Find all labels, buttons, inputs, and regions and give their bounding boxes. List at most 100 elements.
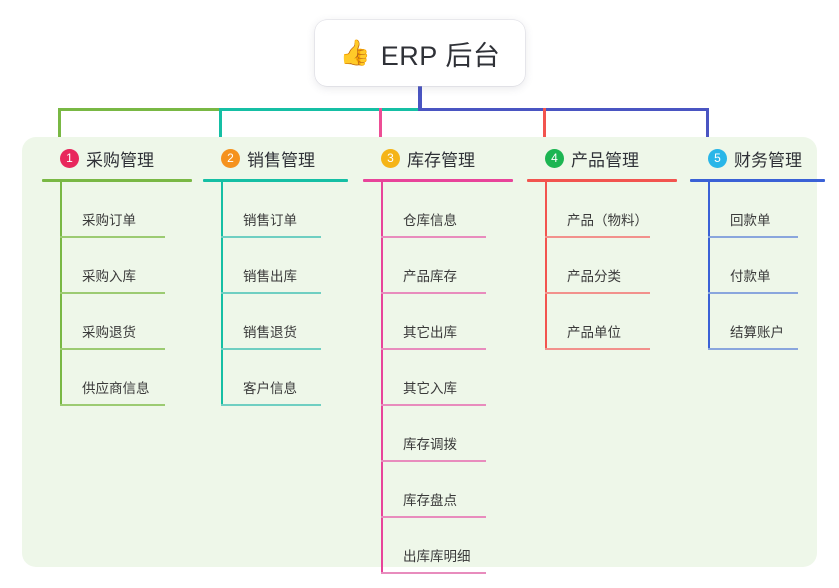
leaf-rule — [381, 236, 486, 238]
branch-drop-purchase — [58, 108, 61, 143]
branch-spine — [221, 182, 223, 406]
leaf-label: 采购入库 — [82, 269, 136, 284]
leaf-label: 仓库信息 — [403, 213, 457, 228]
leaf-item[interactable]: 付款单 — [708, 238, 825, 294]
leaf-item[interactable]: 库存盘点 — [381, 462, 513, 518]
leaf-rule — [708, 236, 798, 238]
leaf-rule — [708, 348, 798, 350]
leaf-item[interactable]: 结算账户 — [708, 294, 825, 350]
branch-drop-inventory — [379, 108, 382, 143]
leaf-item[interactable]: 产品分类 — [545, 238, 677, 294]
leaf-rule — [708, 292, 798, 294]
leaf-rule — [60, 292, 165, 294]
branch-column-purchase: 1 采购管理采购订单采购入库采购退货供应商信息 — [42, 146, 192, 406]
leaf-item[interactable]: 其它出库 — [381, 294, 513, 350]
leaf-rule — [60, 236, 165, 238]
leaf-label: 产品库存 — [403, 269, 457, 284]
leaf-rule — [221, 236, 321, 238]
leaf-label: 产品单位 — [567, 325, 621, 340]
leaf-rule — [60, 404, 165, 406]
leaf-rule — [381, 516, 486, 518]
branch-items-product: 产品（物料） 产品分类产品单位 — [545, 182, 677, 350]
branch-title: 产品管理 — [571, 150, 639, 170]
branch-spine — [545, 182, 547, 350]
branch-title: 采购管理 — [86, 150, 154, 170]
leaf-item[interactable]: 其它入库 — [381, 350, 513, 406]
branch-drop-sales — [219, 108, 222, 143]
leaf-label: 客户信息 — [243, 381, 297, 396]
leaf-item[interactable]: 销售出库 — [221, 238, 348, 294]
leaf-item[interactable]: 产品（物料） — [545, 182, 677, 238]
leaf-rule — [545, 292, 650, 294]
leaf-label: 采购退货 — [82, 325, 136, 340]
leaf-item[interactable]: 销售订单 — [221, 182, 348, 238]
branch-spine — [60, 182, 62, 406]
branch-title: 库存管理 — [407, 150, 475, 170]
leaf-item[interactable]: 采购退货 — [60, 294, 192, 350]
leaf-label: 出库库明细 — [403, 549, 471, 564]
branch-items-purchase: 采购订单采购入库采购退货供应商信息 — [60, 182, 192, 406]
thumbs-up-icon: 👍 — [339, 38, 371, 67]
leaf-label: 库存盘点 — [403, 493, 457, 508]
leaf-item[interactable]: 出库库明细 — [381, 518, 513, 574]
leaf-rule — [221, 292, 321, 294]
leaf-label: 付款单 — [730, 269, 771, 284]
branch-spine — [381, 182, 383, 574]
branch-header-rule — [203, 179, 348, 182]
leaf-item[interactable]: 产品单位 — [545, 294, 677, 350]
leaf-label: 采购订单 — [82, 213, 136, 228]
branch-items-sales: 销售订单销售出库销售退货客户信息 — [221, 182, 348, 406]
leaf-item[interactable]: 销售退货 — [221, 294, 348, 350]
leaf-item[interactable]: 客户信息 — [221, 350, 348, 406]
leaf-rule — [381, 348, 486, 350]
branch-number-badge: 1 — [60, 148, 79, 168]
leaf-item[interactable]: 供应商信息 — [60, 350, 192, 406]
leaf-rule — [381, 572, 486, 574]
branch-number-badge: 2 — [221, 148, 240, 168]
branch-spine — [708, 182, 710, 350]
branch-items-finance: 回款单付款单结算账户 — [708, 182, 825, 350]
leaf-item[interactable]: 采购入库 — [60, 238, 192, 294]
leaf-label: 销售订单 — [243, 213, 297, 228]
leaf-item[interactable]: 仓库信息 — [381, 182, 513, 238]
leaf-rule — [60, 348, 165, 350]
leaf-rule — [221, 404, 321, 406]
leaf-item[interactable]: 采购订单 — [60, 182, 192, 238]
leaf-item[interactable]: 库存调拨 — [381, 406, 513, 462]
leaf-rule — [545, 236, 650, 238]
branch-header-inventory[interactable]: 3 库存管理 — [363, 146, 513, 170]
branch-number-badge: 5 — [708, 148, 727, 168]
leaf-rule — [545, 348, 650, 350]
branch-title: 财务管理 — [734, 150, 802, 170]
branch-drop-product — [543, 108, 546, 143]
leaf-rule — [381, 460, 486, 462]
root-stem — [418, 86, 422, 111]
root-title: ERP 后台 — [380, 40, 501, 71]
trunk-segment-teal — [219, 108, 421, 111]
leaf-label: 产品分类 — [567, 269, 621, 284]
leaf-rule — [221, 348, 321, 350]
trunk-segment-blue — [418, 108, 708, 111]
branch-header-finance[interactable]: 5 财务管理 — [690, 146, 825, 170]
leaf-label: 销售出库 — [243, 269, 297, 284]
leaf-item[interactable]: 回款单 — [708, 182, 825, 238]
leaf-label: 库存调拨 — [403, 437, 457, 452]
branch-drop-finance — [706, 108, 709, 143]
branch-header-rule — [527, 179, 677, 182]
branch-header-rule — [363, 179, 513, 182]
leaf-label: 结算账户 — [730, 325, 784, 340]
branch-number-badge: 3 — [381, 148, 400, 168]
leaf-rule — [381, 292, 486, 294]
leaf-label: 回款单 — [730, 213, 771, 228]
root-node[interactable]: 👍 ERP 后台 — [315, 20, 525, 86]
branch-header-purchase[interactable]: 1 采购管理 — [42, 146, 192, 170]
leaf-label: 其它入库 — [403, 381, 457, 396]
leaf-label: 供应商信息 — [82, 381, 150, 396]
branch-header-rule — [42, 179, 192, 182]
leaf-item[interactable]: 产品库存 — [381, 238, 513, 294]
